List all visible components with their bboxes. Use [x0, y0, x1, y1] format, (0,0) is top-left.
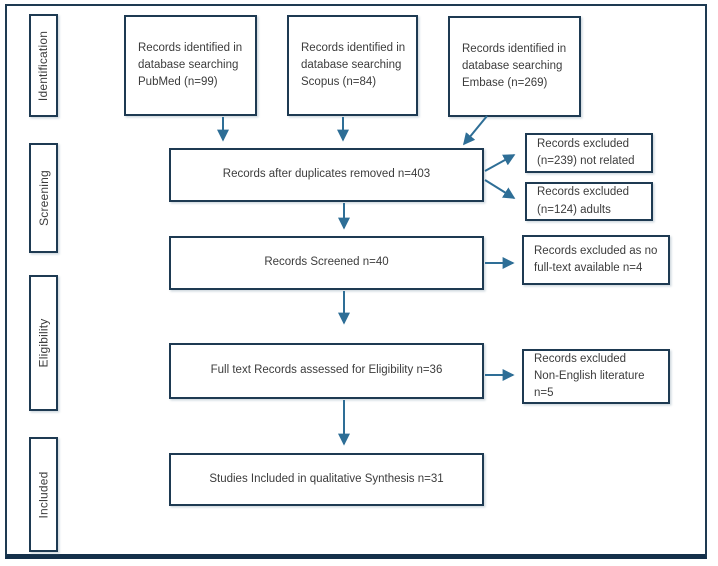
node-records-scopus-text: Records identified in database searching… [301, 41, 406, 89]
node-excluded-adults: Records excluded (n=124) adults [525, 182, 653, 221]
stage-label-eligibility: Eligibility [36, 318, 51, 368]
node-excluded-adults-text: Records excluded (n=124) adults [537, 186, 630, 216]
node-excluded-not-related-text: Records excluded (n=239) not related [537, 137, 635, 167]
node-fulltext-assessed: Full text Records assessed for Eligibili… [169, 343, 484, 399]
node-excluded-not-related: Records excluded (n=239) not related [525, 133, 653, 173]
node-studies-included: Studies Included in qualitative Synthesi… [169, 453, 484, 506]
node-records-scopus: Records identified in database searching… [287, 15, 418, 116]
node-excluded-no-fulltext-text: Records excluded as no full-text availab… [534, 244, 658, 274]
node-records-embase: Records identified in database searching… [448, 16, 581, 117]
node-excluded-non-english-text: Records excluded Non-English literature … [534, 352, 645, 400]
node-excluded-no-fulltext: Records excluded as no full-text availab… [522, 235, 670, 285]
node-records-embase-text: Records identified in database searching… [462, 42, 567, 90]
stage-box-identification: Identification [29, 14, 58, 117]
node-records-screened-text: Records Screened n=40 [264, 256, 389, 269]
node-duplicates-removed: Records after duplicates removed n=403 [169, 148, 484, 202]
node-duplicates-removed-text: Records after duplicates removed n=403 [222, 168, 431, 181]
stage-box-screening: Screening [29, 143, 58, 253]
stage-label-screening: Screening [36, 170, 51, 226]
stage-box-eligibility: Eligibility [29, 275, 58, 411]
node-records-screened: Records Screened n=40 [169, 236, 484, 290]
node-records-pubmed: Records identified in database searching… [124, 15, 257, 116]
diagram-outer-border [5, 4, 707, 559]
node-studies-included-text: Studies Included in qualitative Synthesi… [209, 472, 444, 485]
node-records-pubmed-text: Records identified in database searching… [138, 41, 243, 89]
stage-label-identification: Identification [36, 30, 51, 101]
node-excluded-non-english: Records excluded Non-English literature … [522, 349, 670, 404]
stage-box-included: Included [29, 437, 58, 552]
stage-label-included: Included [36, 471, 51, 518]
node-fulltext-assessed-text: Full text Records assessed for Eligibili… [210, 364, 443, 377]
